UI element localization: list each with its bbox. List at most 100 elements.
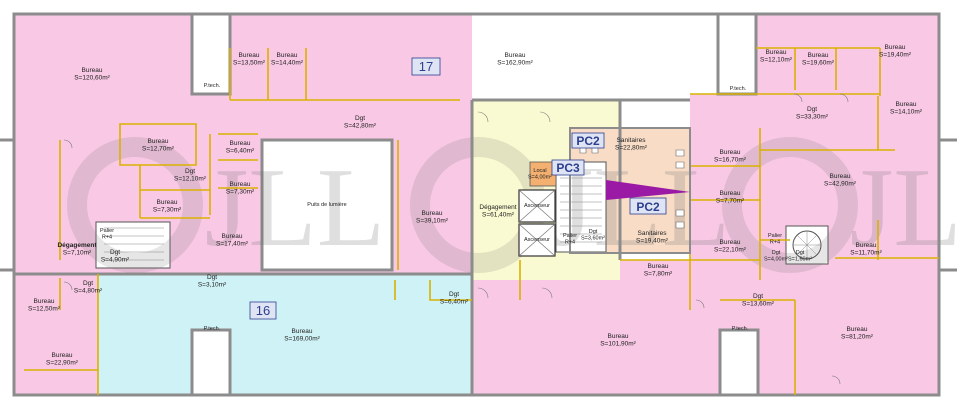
zone-ptech-se — [720, 330, 758, 395]
pc2-top-badge[interactable] — [571, 132, 605, 149]
room-type: Bureau — [608, 333, 629, 340]
room-area: S=17,40m² — [216, 241, 249, 248]
room-type: Bureau — [720, 239, 741, 246]
room-type: Bureau — [856, 242, 877, 249]
zone-left-bay — [0, 140, 14, 270]
zone-lot16-office — [98, 274, 472, 395]
ptech-label-ne: P.tech. — [730, 86, 747, 92]
room-area: S=6,40m² — [440, 299, 469, 306]
pc2-mid-badge[interactable] — [629, 197, 667, 215]
doors-layer — [63, 93, 849, 385]
spiral-stair-treads — [793, 231, 821, 259]
toilet-fixtures-icon — [579, 144, 685, 229]
elevator-2-cross-icon — [518, 223, 556, 257]
room-area: S=13,60m² — [742, 301, 775, 308]
room-type: Bureau — [277, 52, 298, 59]
room-area: S=4,00m² — [764, 257, 788, 263]
room-area: S=22,80m² — [615, 145, 648, 152]
room-type: Bureau — [222, 233, 243, 240]
room-type: Bureau — [82, 67, 103, 74]
zones-layer — [0, 14, 957, 395]
pc3-badge[interactable] — [551, 159, 585, 176]
room-area: S=6,40m² — [226, 148, 255, 155]
stair-arrow-icon — [606, 180, 690, 200]
room-type: Bureau — [720, 149, 741, 156]
lot-17-badge[interactable] — [411, 57, 441, 76]
room-area: S=33,30m² — [796, 114, 829, 121]
room-type: Dégagement — [57, 242, 97, 249]
room-type: Dgt — [589, 229, 598, 235]
room-area: S=169,00m² — [284, 336, 320, 343]
room-type: Sanitaires — [638, 230, 668, 237]
room-area: S=42,90m² — [824, 181, 857, 188]
room-type: Dgt — [753, 293, 763, 300]
room-area: S=7,30m² — [153, 207, 182, 214]
room-area: S=19,40m² — [636, 238, 669, 245]
room-type: Bureau — [766, 49, 787, 56]
room-type: Bureau — [34, 298, 55, 305]
elevator-2-label: Ascenseur — [524, 237, 550, 243]
room-area: S=4,80m² — [74, 288, 103, 295]
zone-stairs-core — [555, 161, 607, 253]
room-type: Bureau — [148, 138, 169, 145]
room-area: S=7,70m² — [716, 198, 745, 205]
room-type: Bureau — [422, 210, 443, 217]
ptech-label-se: P.tech. — [732, 326, 749, 332]
palier-level: R+4 — [565, 240, 575, 246]
ptech-label-nw: P.tech. — [204, 83, 221, 89]
room-area: S=162,90m² — [497, 60, 533, 67]
room-type: Bureau — [885, 44, 906, 51]
room-type: Bureau — [720, 190, 741, 197]
room-area: S=4,90m² — [101, 257, 130, 264]
room-area: S=19,40m² — [879, 52, 912, 59]
stair-treads-west — [104, 227, 164, 261]
pc2-sanitaires-frame — [569, 127, 691, 254]
walls-layer — [0, 12, 957, 397]
zone-light-well[interactable] — [260, 138, 394, 272]
room-type: Bureau — [157, 199, 178, 206]
pc2-mid-label: PC2 — [636, 200, 660, 214]
exterior-wall — [12, 12, 941, 397]
room-area: S=81,20m² — [841, 334, 874, 341]
room-type: Bureau — [505, 52, 526, 59]
room-type: Bureau — [52, 352, 73, 359]
room-area: S=14,10m² — [890, 109, 923, 116]
lot-16-badge[interactable] — [249, 301, 277, 320]
room-area: S=7,80m² — [644, 271, 673, 278]
room-type: Dgt — [185, 168, 195, 175]
zone-office-east — [690, 94, 760, 274]
room-area: S=12,70m² — [142, 146, 175, 153]
room-area: S=7,30m² — [226, 189, 255, 196]
room-type: Bureau — [847, 326, 868, 333]
watermark-ring-icon — [722, 137, 858, 273]
room-area: S=42,80m² — [344, 123, 377, 130]
door-swing-icon — [63, 93, 849, 385]
